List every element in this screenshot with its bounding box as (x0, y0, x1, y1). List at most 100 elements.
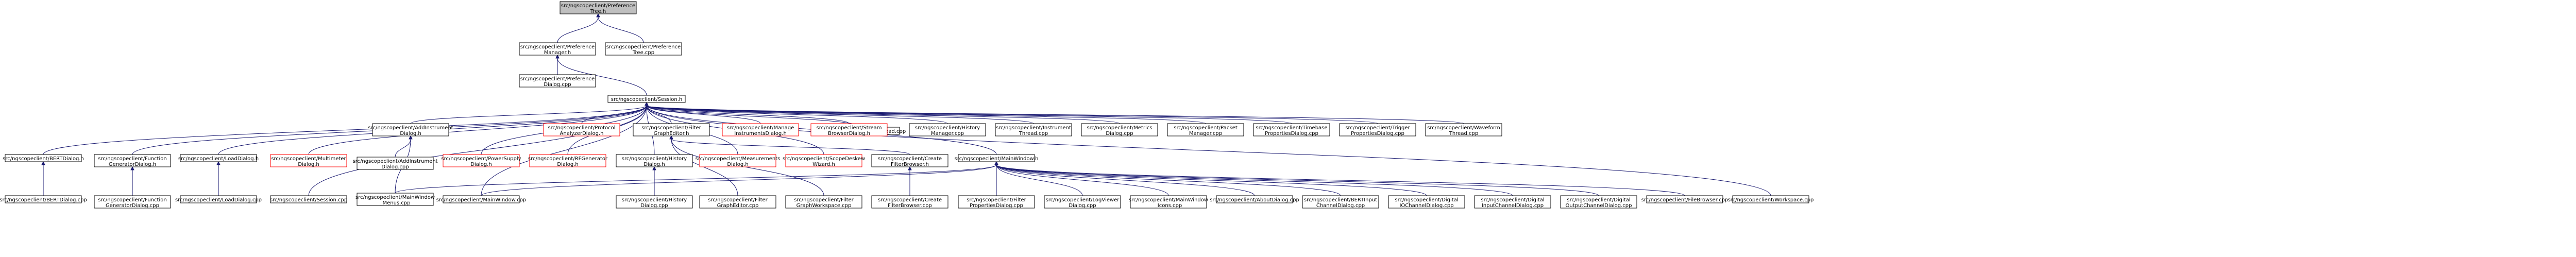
node-box (1167, 123, 1244, 136)
node-box (443, 154, 520, 167)
file-node-workspace-cpp[interactable]: src/ngscopeclient/Workspace.cpp (1728, 195, 1814, 203)
file-node-bertinput-cpp[interactable]: src/ngscopeclient/BERTInputChannelDialog… (1302, 195, 1379, 209)
file-node-digitalout-cpp[interactable]: src/ngscopeclient/DigitalOutputChannelDi… (1560, 195, 1637, 209)
node-label: src/ngscopeclient/Timebase (1256, 125, 1327, 131)
file-node-addinst-cpp[interactable]: src/ngscopeclient/AddInstrumentDialog.cp… (352, 157, 438, 170)
file-node-menus-cpp[interactable]: src/ngscopeclient/MainWindow_Menus.cpp (355, 193, 435, 206)
file-node-loaddlg-cpp[interactable]: src/ngscopeclient/LoadDialog.cpp (175, 195, 262, 203)
file-node-digitalio-cpp[interactable]: src/ngscopeclient/DigitalIOChannelDialog… (1388, 195, 1465, 209)
node-label: src/ngscopeclient/BERTInput (1304, 197, 1377, 203)
node-label: src/ngscopeclient/Digital (1481, 197, 1544, 203)
node-label: src/ngscopeclient/Filter (641, 125, 701, 131)
node-label: InstrumentsDialog.h (734, 131, 787, 136)
file-node-mainwindow-h[interactable]: src/ngscopeclient/MainWindow.h (955, 154, 1039, 162)
file-node-timebase-cpp[interactable]: src/ngscopeclient/TimebasePropertiesDial… (1253, 123, 1330, 136)
node-label: src/ngscopeclient/MainWindow (355, 195, 435, 200)
file-node-protocol-h[interactable]: src/ngscopeclient/ProtocolAnalyzerDialog… (543, 123, 620, 136)
file-node-loaddlg-h[interactable]: src/ngscopeclient/LoadDialog.h (178, 154, 259, 162)
edge-histmgr_cpp-to-session_h (647, 106, 948, 124)
node-label: src/ngscopeclient/Preference (561, 3, 635, 9)
node-box (443, 195, 520, 203)
edge-multimeter_h-to-session_h (308, 106, 647, 155)
node-box (94, 195, 171, 209)
file-node-filterprops-cpp[interactable]: src/ngscopeclient/FilterPropertiesDialog… (958, 195, 1035, 209)
edge-about_cpp-to-mainwindow_h (996, 165, 1255, 196)
file-node-filebrowser-cpp[interactable]: src/ngscopeclient/FileBrowser.cpp (1641, 195, 1728, 203)
file-node-funcgen-cpp[interactable]: src/ngscopeclient/FunctionGeneratorDialo… (94, 195, 171, 209)
node-box (958, 195, 1035, 209)
node-label: GeneratorDialog.cpp (106, 203, 159, 209)
node-box (357, 157, 434, 170)
node-box (633, 123, 710, 136)
node-label: src/ngscopeclient/AddInstrument (368, 125, 453, 131)
node-box (180, 154, 257, 162)
edge-packetmgr_cpp-to-session_h (647, 106, 1206, 124)
node-label: src/ngscopeclient/Measurements (696, 156, 781, 162)
edge-streambrowser_h-to-session_h (647, 106, 850, 124)
node-box (995, 123, 1072, 136)
file-node-about-cpp[interactable]: src/ngscopeclient/AboutDialog.cpp (1210, 195, 1299, 203)
file-node-mainwindow-cpp[interactable]: src/ngscopeclient/MainWindow.cpp (436, 195, 527, 203)
file-node-funcgen-h[interactable]: src/ngscopeclient/FunctionGeneratorDialo… (94, 154, 171, 167)
node-label: src/ngscopeclient/Create (878, 156, 942, 162)
node-label: src/ngscopeclient/Function (98, 197, 166, 203)
edge-workspace_cpp-to-session_h (647, 106, 1771, 196)
node-label: src/ngscopeclient/Preference (606, 44, 681, 50)
file-node-manageinst-h[interactable]: src/ngscopeclient/ManageInstrumentsDialo… (722, 123, 799, 136)
node-label: Dialog.cpp (1069, 203, 1096, 209)
node-label: src/ngscopeclient/History (622, 197, 687, 203)
file-node-trigger-cpp[interactable]: src/ngscopeclient/TriggerPropertiesDialo… (1339, 123, 1416, 136)
edge-waveform_cpp-to-session_h (647, 106, 1464, 124)
file-node-createfilter-cpp[interactable]: src/ngscopeclient/CreateFilterBrowser.cp… (871, 195, 948, 209)
file-node-session-cpp[interactable]: src/ngscopeclient/Session.cpp (270, 195, 347, 203)
node-label: src/ngscopeclient/LoadDialog.cpp (175, 197, 262, 203)
node-label: InputChannelDialog.cpp (1482, 203, 1544, 209)
edge-session_cpp-to-session_h (308, 106, 647, 196)
node-label: src/ngscopeclient/Protocol (548, 125, 615, 131)
node-box (1646, 195, 1723, 203)
node-label: src/ngscopeclient/History (622, 156, 687, 162)
node-box (1216, 195, 1293, 203)
node-box (785, 154, 862, 167)
node-box (1302, 195, 1379, 209)
file-node-bertdlg-cpp[interactable]: src/ngscopeclient/BERTDialog.cpp (0, 195, 87, 203)
node-label: Dialog.cpp (1106, 131, 1133, 136)
file-node-graphworkspace-cpp[interactable]: src/ngscopeclient/FilterGraphWorkspace.c… (785, 195, 862, 209)
node-label: src/ngscopeclient/Stream (817, 125, 882, 131)
file-nodes: src/ngscopeclient/PreferenceTree.hsrc/ng… (0, 1, 1814, 209)
file-node-digitalin-cpp[interactable]: src/ngscopeclient/DigitalInputChannelDia… (1474, 195, 1551, 209)
file-node-session-h[interactable]: src/ngscopeclient/Session.h (607, 95, 686, 103)
node-box (871, 154, 948, 167)
edge-digitalout_cpp-to-mainwindow_h (996, 165, 1599, 196)
node-label: GeneratorDialog.h (109, 162, 156, 167)
file-node-icons-cpp[interactable]: src/ngscopeclient/MainWindow_Icons.cpp (1129, 195, 1208, 209)
node-label: src/ngscopeclient/Filter (794, 197, 854, 203)
node-box (1044, 195, 1121, 209)
node-box (1560, 195, 1637, 209)
node-label: src/ngscopeclient/BERTDialog.h (3, 156, 84, 162)
file-node-bertdlg-h[interactable]: src/ngscopeclient/BERTDialog.h (3, 154, 84, 162)
